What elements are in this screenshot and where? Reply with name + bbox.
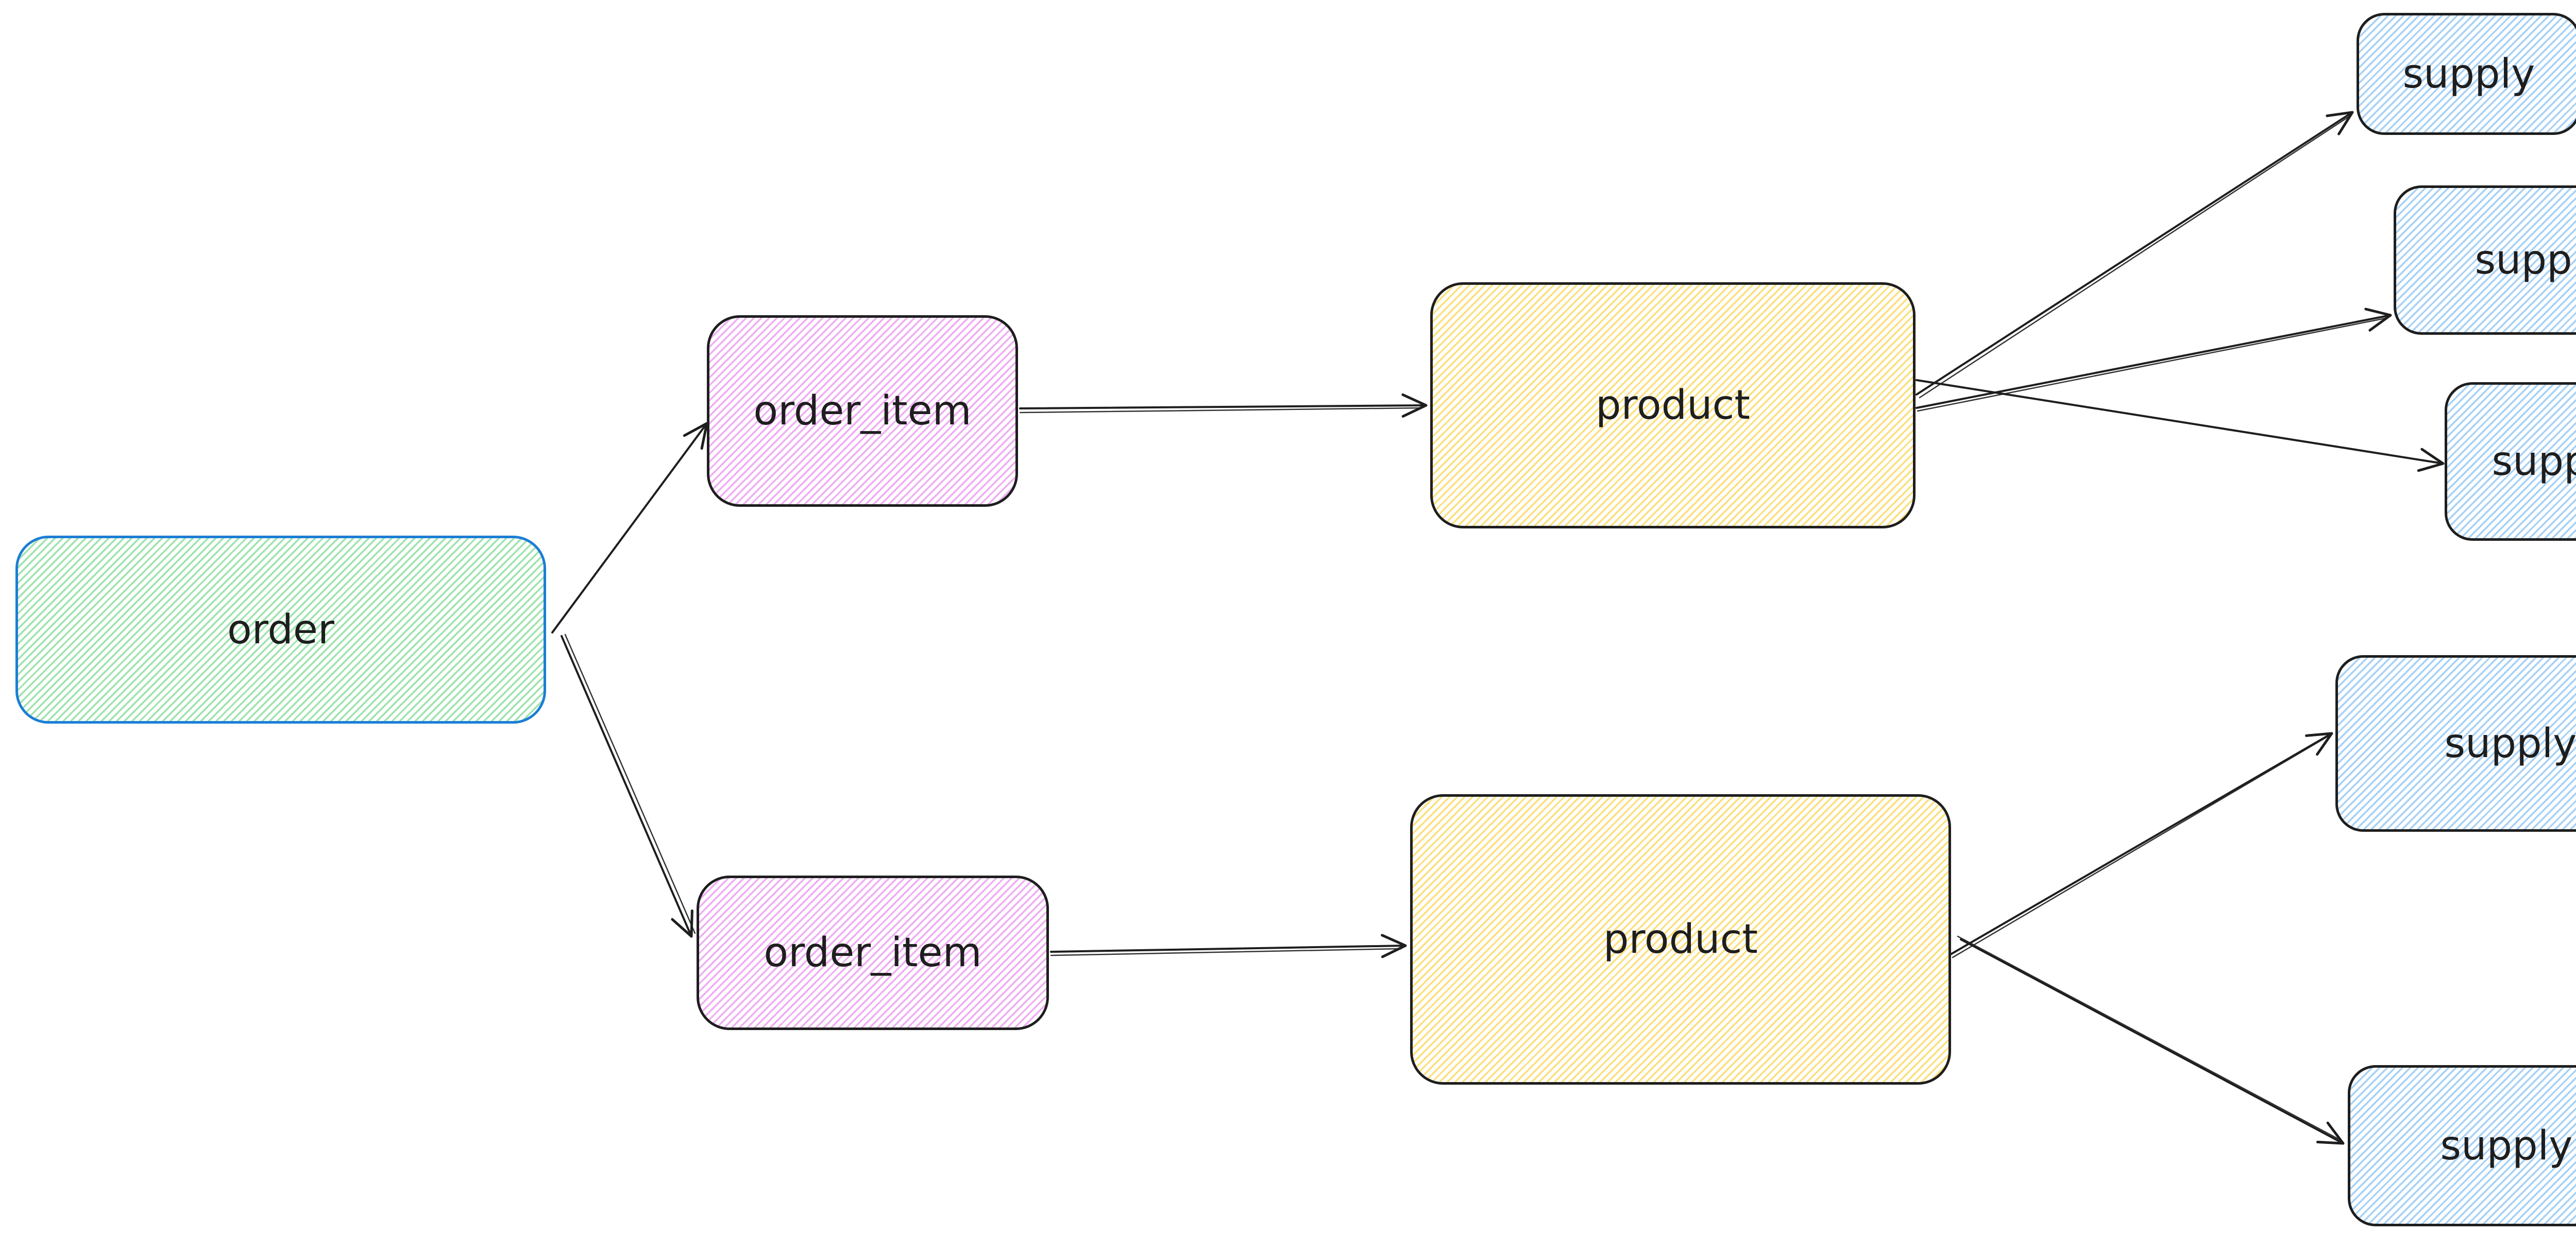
arrow-order-to-order-item-2[interactable] xyxy=(561,633,696,938)
arrow-product-1-to-supply-3[interactable] xyxy=(1916,379,2445,472)
node-product-2-label: product xyxy=(1603,916,1758,963)
node-product-1[interactable]: product xyxy=(1430,282,1916,528)
node-supply-4-label: supply xyxy=(2444,720,2576,767)
node-supply-4[interactable]: supply xyxy=(2335,655,2576,832)
node-order[interactable]: order xyxy=(15,536,546,724)
node-product-1-label: product xyxy=(1595,382,1750,429)
node-order-item-2-label: order_item xyxy=(764,930,982,976)
arrow-product-1-to-supply-1[interactable] xyxy=(1916,111,2354,399)
node-product-2[interactable]: product xyxy=(1410,794,1951,1085)
node-order-item-1-label: order_item xyxy=(753,388,972,434)
node-supply-1-label: supply xyxy=(2402,50,2535,97)
node-supply-5-label: supply xyxy=(2440,1122,2573,1169)
arrow-product-2-to-supply-4[interactable] xyxy=(1950,732,2333,958)
node-order-item-1[interactable]: order_item xyxy=(707,315,1018,507)
arrow-order-item-1-to-product-1[interactable] xyxy=(1019,393,1428,418)
arrow-order-item-2-to-product-2[interactable] xyxy=(1050,934,1407,958)
arrow-product-1-to-supply-2[interactable] xyxy=(1916,307,2392,412)
node-supply-2[interactable]: supply xyxy=(2394,185,2576,335)
arrow-order-to-order-item-1[interactable] xyxy=(551,422,708,633)
node-supply-5[interactable]: supply xyxy=(2348,1065,2576,1226)
node-supply-3-label: supply xyxy=(2492,438,2576,485)
arrow-product-2-to-supply-5[interactable] xyxy=(1957,935,2345,1145)
node-supply-1[interactable]: supply xyxy=(2357,13,2576,135)
node-supply-2-label: supply xyxy=(2475,237,2576,283)
node-order-item-2[interactable]: order_item xyxy=(697,876,1049,1030)
node-supply-3[interactable]: supply xyxy=(2445,382,2576,541)
node-order-label: order xyxy=(227,606,334,653)
